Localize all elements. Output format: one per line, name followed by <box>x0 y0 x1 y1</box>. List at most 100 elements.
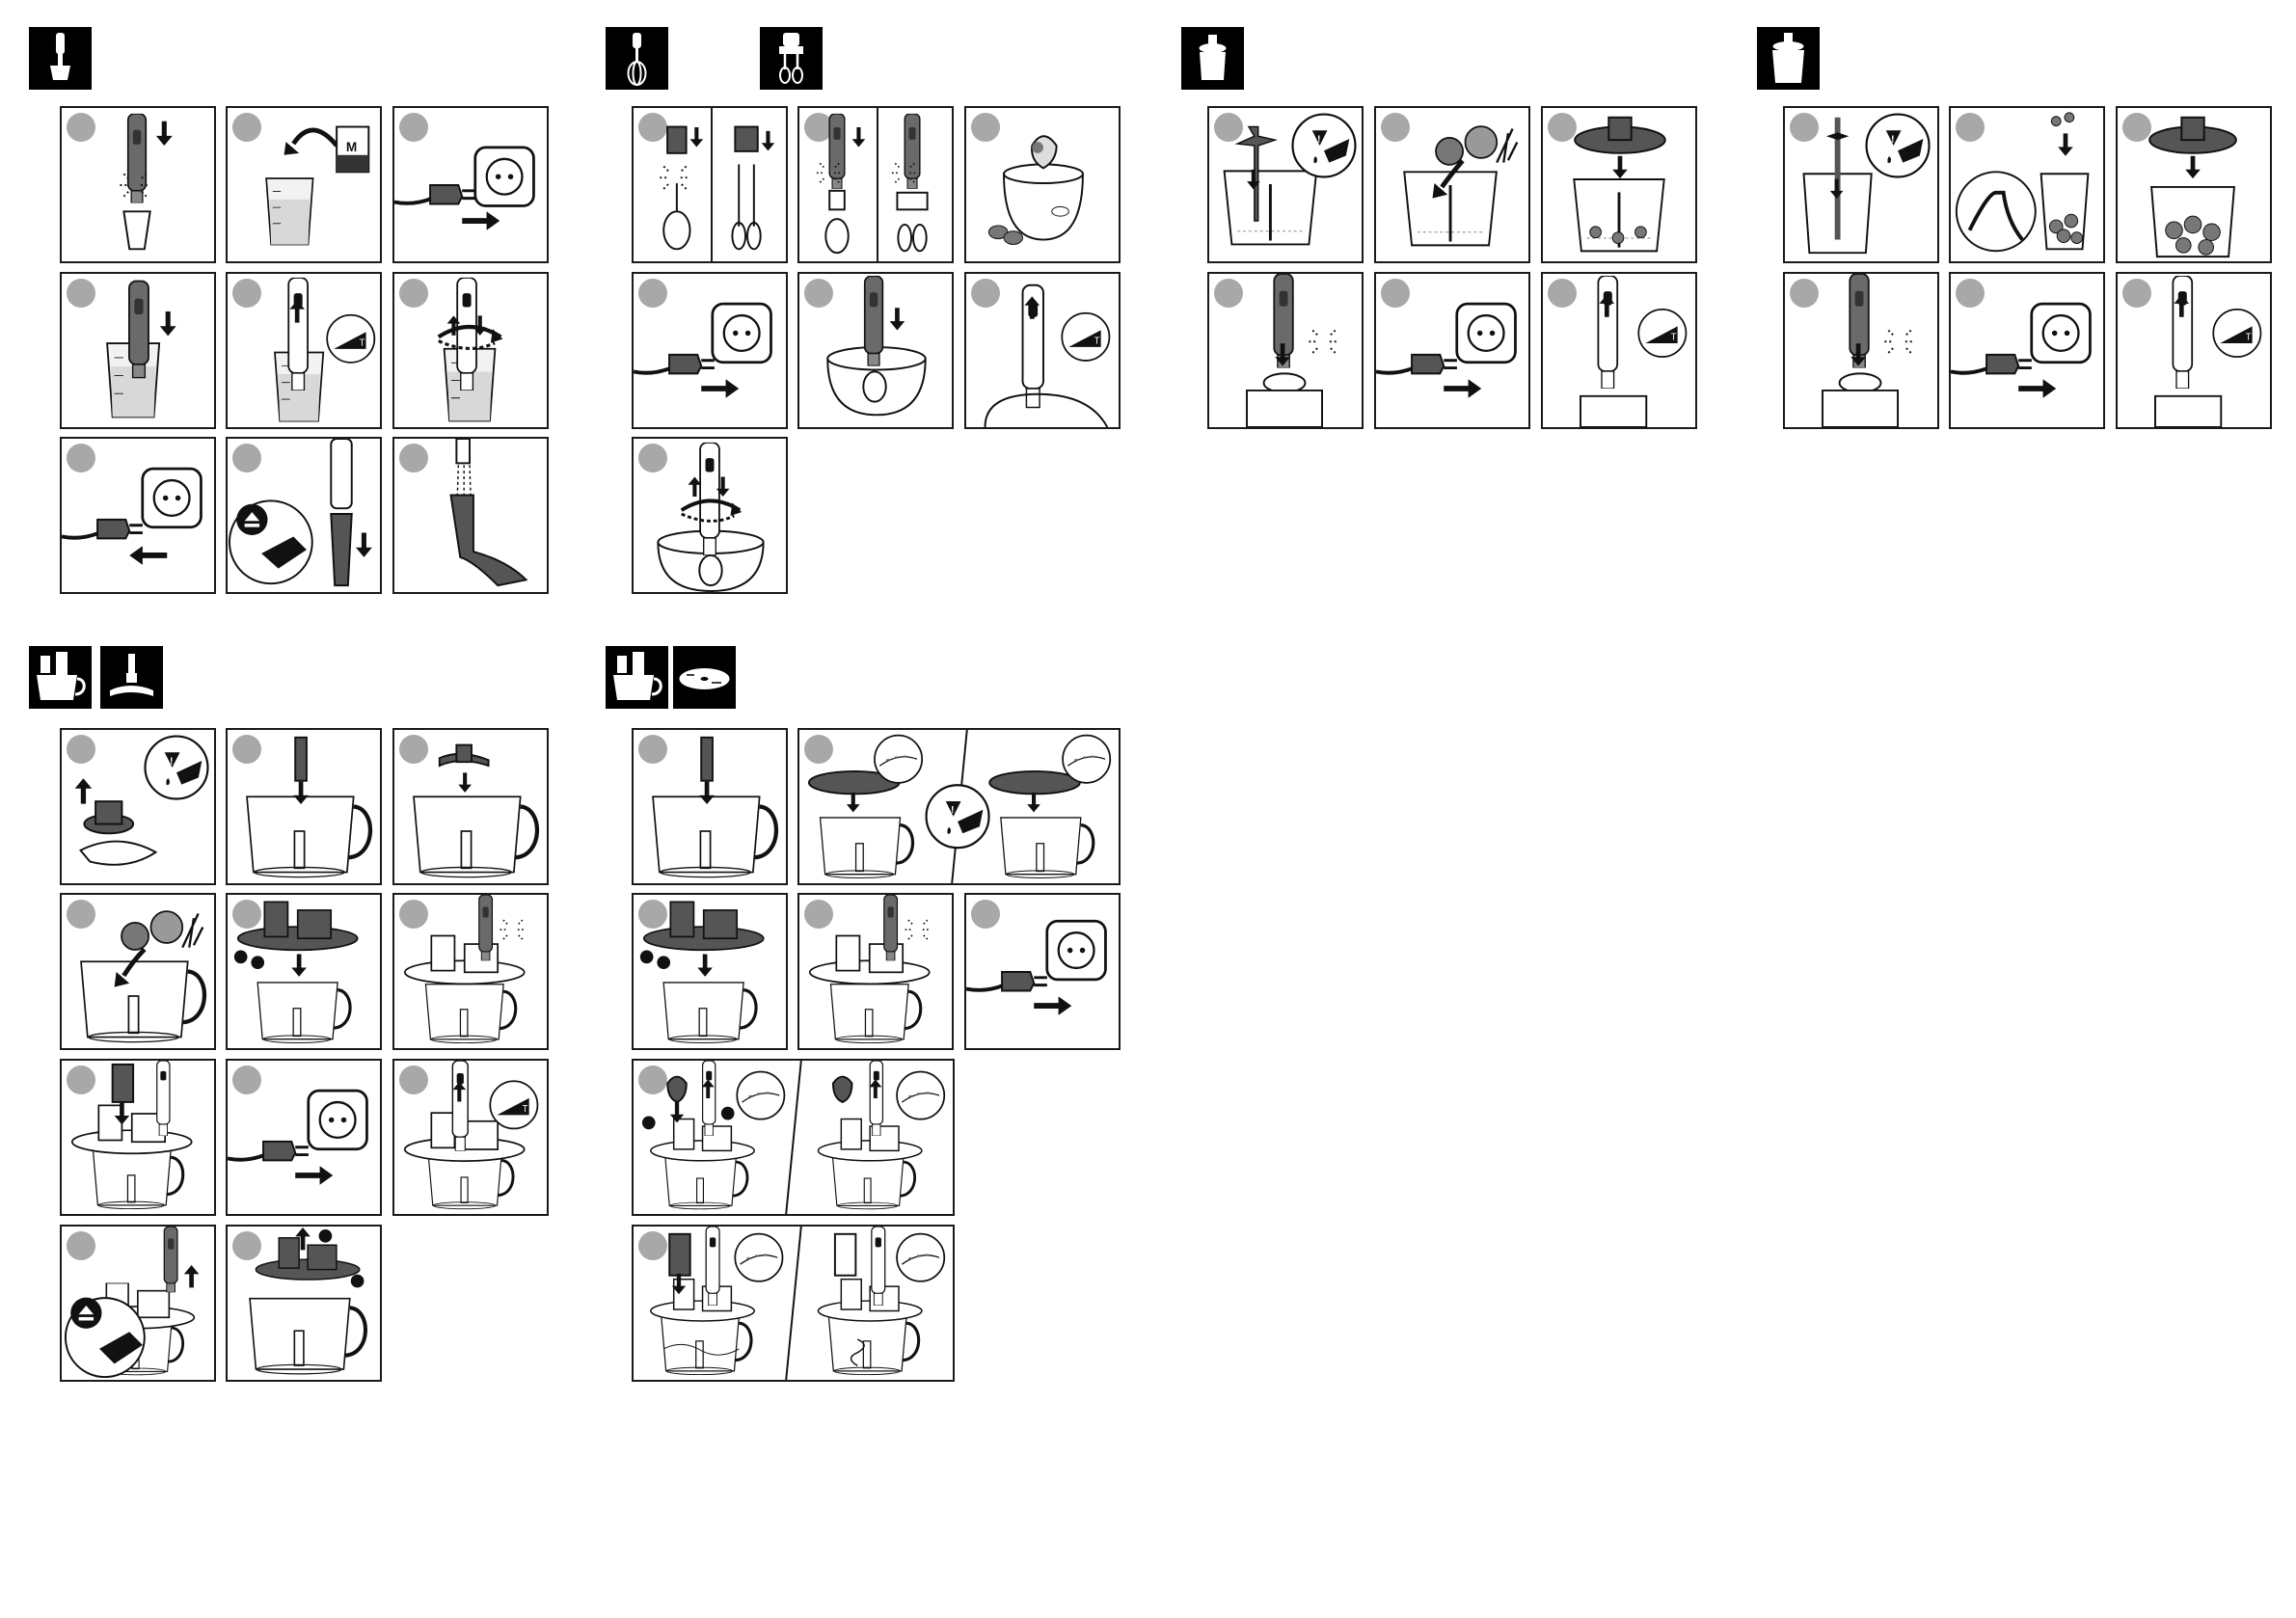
step-tile <box>226 272 382 429</box>
step-tile <box>392 272 549 429</box>
step-illustration: M <box>228 108 380 261</box>
step-tile <box>797 893 954 1050</box>
step-illustration <box>62 895 214 1048</box>
step-illustration <box>966 895 1119 1048</box>
step-illustration <box>1785 274 1937 427</box>
step-illustration <box>1376 274 1528 427</box>
step-tile <box>226 1059 382 1216</box>
step-tile <box>632 437 788 594</box>
blender-shaft-icon <box>29 27 92 90</box>
step-tile <box>60 893 216 1050</box>
step-tile <box>60 1059 216 1216</box>
processor-blade-icon <box>100 646 163 709</box>
step-tile <box>1374 272 1530 429</box>
step-illustration <box>1209 274 1362 427</box>
step-illustration <box>394 274 547 427</box>
step-tile <box>797 272 954 429</box>
step-tile <box>392 1059 549 1216</box>
step-illustration <box>394 730 547 883</box>
step-illustration <box>228 730 380 883</box>
step-illustration <box>1543 274 1695 427</box>
step-tile <box>632 106 788 263</box>
step-tile <box>1949 106 2105 263</box>
step-illustration <box>634 730 786 883</box>
step-illustration <box>799 108 952 261</box>
step-illustration <box>62 274 214 427</box>
step-illustration <box>62 1227 214 1380</box>
step-tile <box>964 893 1121 1050</box>
step-illustration <box>62 108 214 261</box>
step-tile <box>60 272 216 429</box>
step-tile <box>964 106 1121 263</box>
slicing-disc-icon <box>673 646 736 709</box>
step-illustration <box>394 439 547 592</box>
step-tile: M <box>226 106 382 263</box>
step-illustration <box>634 108 786 261</box>
step-illustration <box>228 1227 380 1380</box>
step-tile <box>226 437 382 594</box>
step-tile <box>60 106 216 263</box>
step-tile <box>1374 106 1530 263</box>
step-tile <box>1207 106 1364 263</box>
whisk-icon <box>606 27 668 90</box>
step-tile <box>226 893 382 1050</box>
step-illustration <box>62 1061 214 1214</box>
beaters-icon <box>760 27 823 90</box>
step-illustration <box>62 439 214 592</box>
step-illustration <box>1951 108 2103 261</box>
step-tile <box>392 728 549 885</box>
step-illustration <box>228 274 380 427</box>
step-tile <box>2116 272 2272 429</box>
step-illustration <box>228 1061 380 1214</box>
step-illustration <box>634 274 786 427</box>
step-tile <box>226 1225 382 1382</box>
step-tile <box>1783 106 1939 263</box>
step-tile <box>632 893 788 1050</box>
step-tile <box>797 106 954 263</box>
step-illustration <box>62 730 214 883</box>
step-tile <box>797 728 1121 885</box>
step-tile <box>1541 106 1697 263</box>
step-illustration <box>228 439 380 592</box>
step-illustration <box>1785 108 1937 261</box>
step-illustration <box>1951 274 2103 427</box>
step-illustration <box>634 1227 953 1380</box>
step-tile <box>1783 272 1939 429</box>
step-illustration <box>394 895 547 1048</box>
step-tile <box>632 272 788 429</box>
step-illustration <box>966 108 1119 261</box>
step-tile <box>392 437 549 594</box>
processor-bowl-icon <box>29 646 92 709</box>
step-tile <box>1541 272 1697 429</box>
step-illustration <box>634 1061 953 1214</box>
step-illustration <box>1209 108 1362 261</box>
step-tile <box>392 893 549 1050</box>
step-tile <box>632 1059 955 1216</box>
step-illustration <box>799 730 1119 883</box>
step-illustration <box>634 439 786 592</box>
step-illustration <box>2118 108 2270 261</box>
step-tile <box>964 272 1121 429</box>
step-illustration <box>799 895 952 1048</box>
step-tile <box>1949 272 2105 429</box>
step-illustration <box>2118 274 2270 427</box>
chopper-small-icon <box>1181 27 1244 90</box>
step-illustration <box>799 274 952 427</box>
step-tile <box>60 437 216 594</box>
step-tile <box>1207 272 1364 429</box>
step-illustration <box>966 274 1119 427</box>
step-illustration <box>1376 108 1528 261</box>
step-illustration <box>1543 108 1695 261</box>
step-tile <box>2116 106 2272 263</box>
step-tile <box>226 728 382 885</box>
step-illustration <box>394 1061 547 1214</box>
step-illustration <box>634 895 786 1048</box>
step-tile <box>60 1225 216 1382</box>
step-tile <box>392 106 549 263</box>
svg-text:M: M <box>346 140 357 154</box>
step-tile <box>632 728 788 885</box>
step-tile <box>632 1225 955 1382</box>
step-tile <box>60 728 216 885</box>
processor-bowl-icon <box>606 646 668 709</box>
step-illustration <box>394 108 547 261</box>
